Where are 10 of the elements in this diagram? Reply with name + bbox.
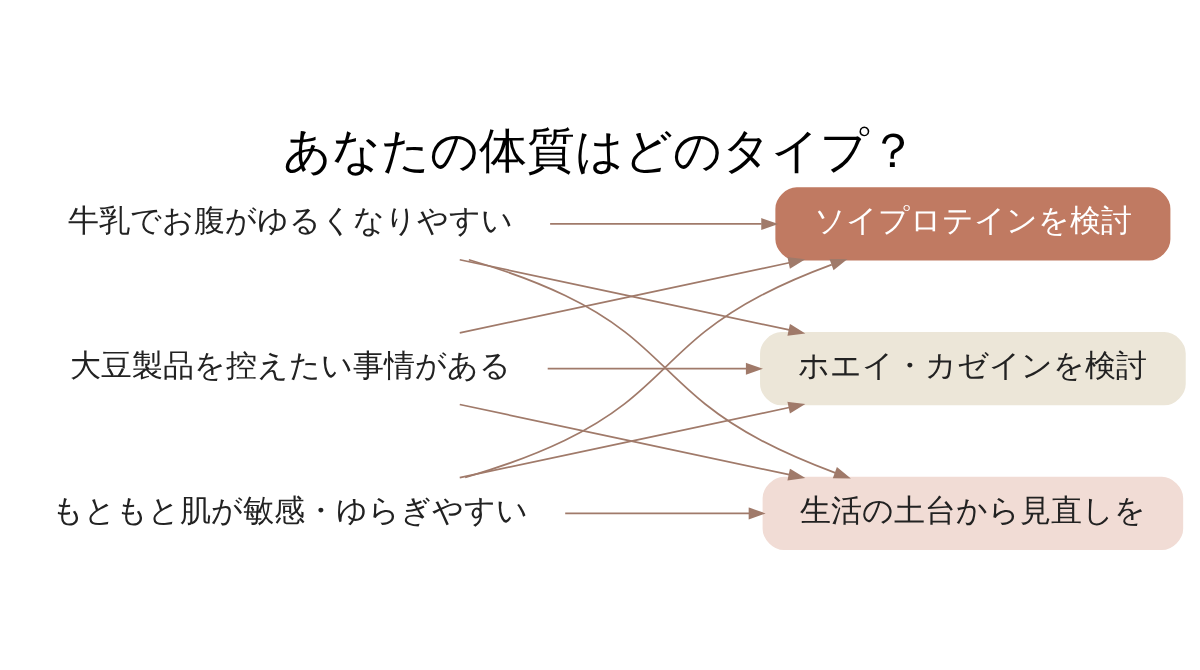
arrow (564, 506, 766, 519)
node-box: 生活の土台から見直しを (762, 476, 1184, 550)
arrow (549, 217, 779, 230)
node-box: ホエイ・カゼインを検討 (760, 331, 1186, 405)
node-box: ソイプロテインを検討 (775, 186, 1171, 261)
node-text: 大豆製品を控えたい事情がある (69, 347, 511, 383)
arrow (546, 362, 763, 375)
diagram-title: あなたの体質はどのタイプ？ (283, 122, 917, 178)
node-text: 牛乳でお腹がゆるくなりやすい (67, 202, 513, 238)
node-text: もともと肌が敏感・ゆらぎやすい (52, 492, 529, 528)
